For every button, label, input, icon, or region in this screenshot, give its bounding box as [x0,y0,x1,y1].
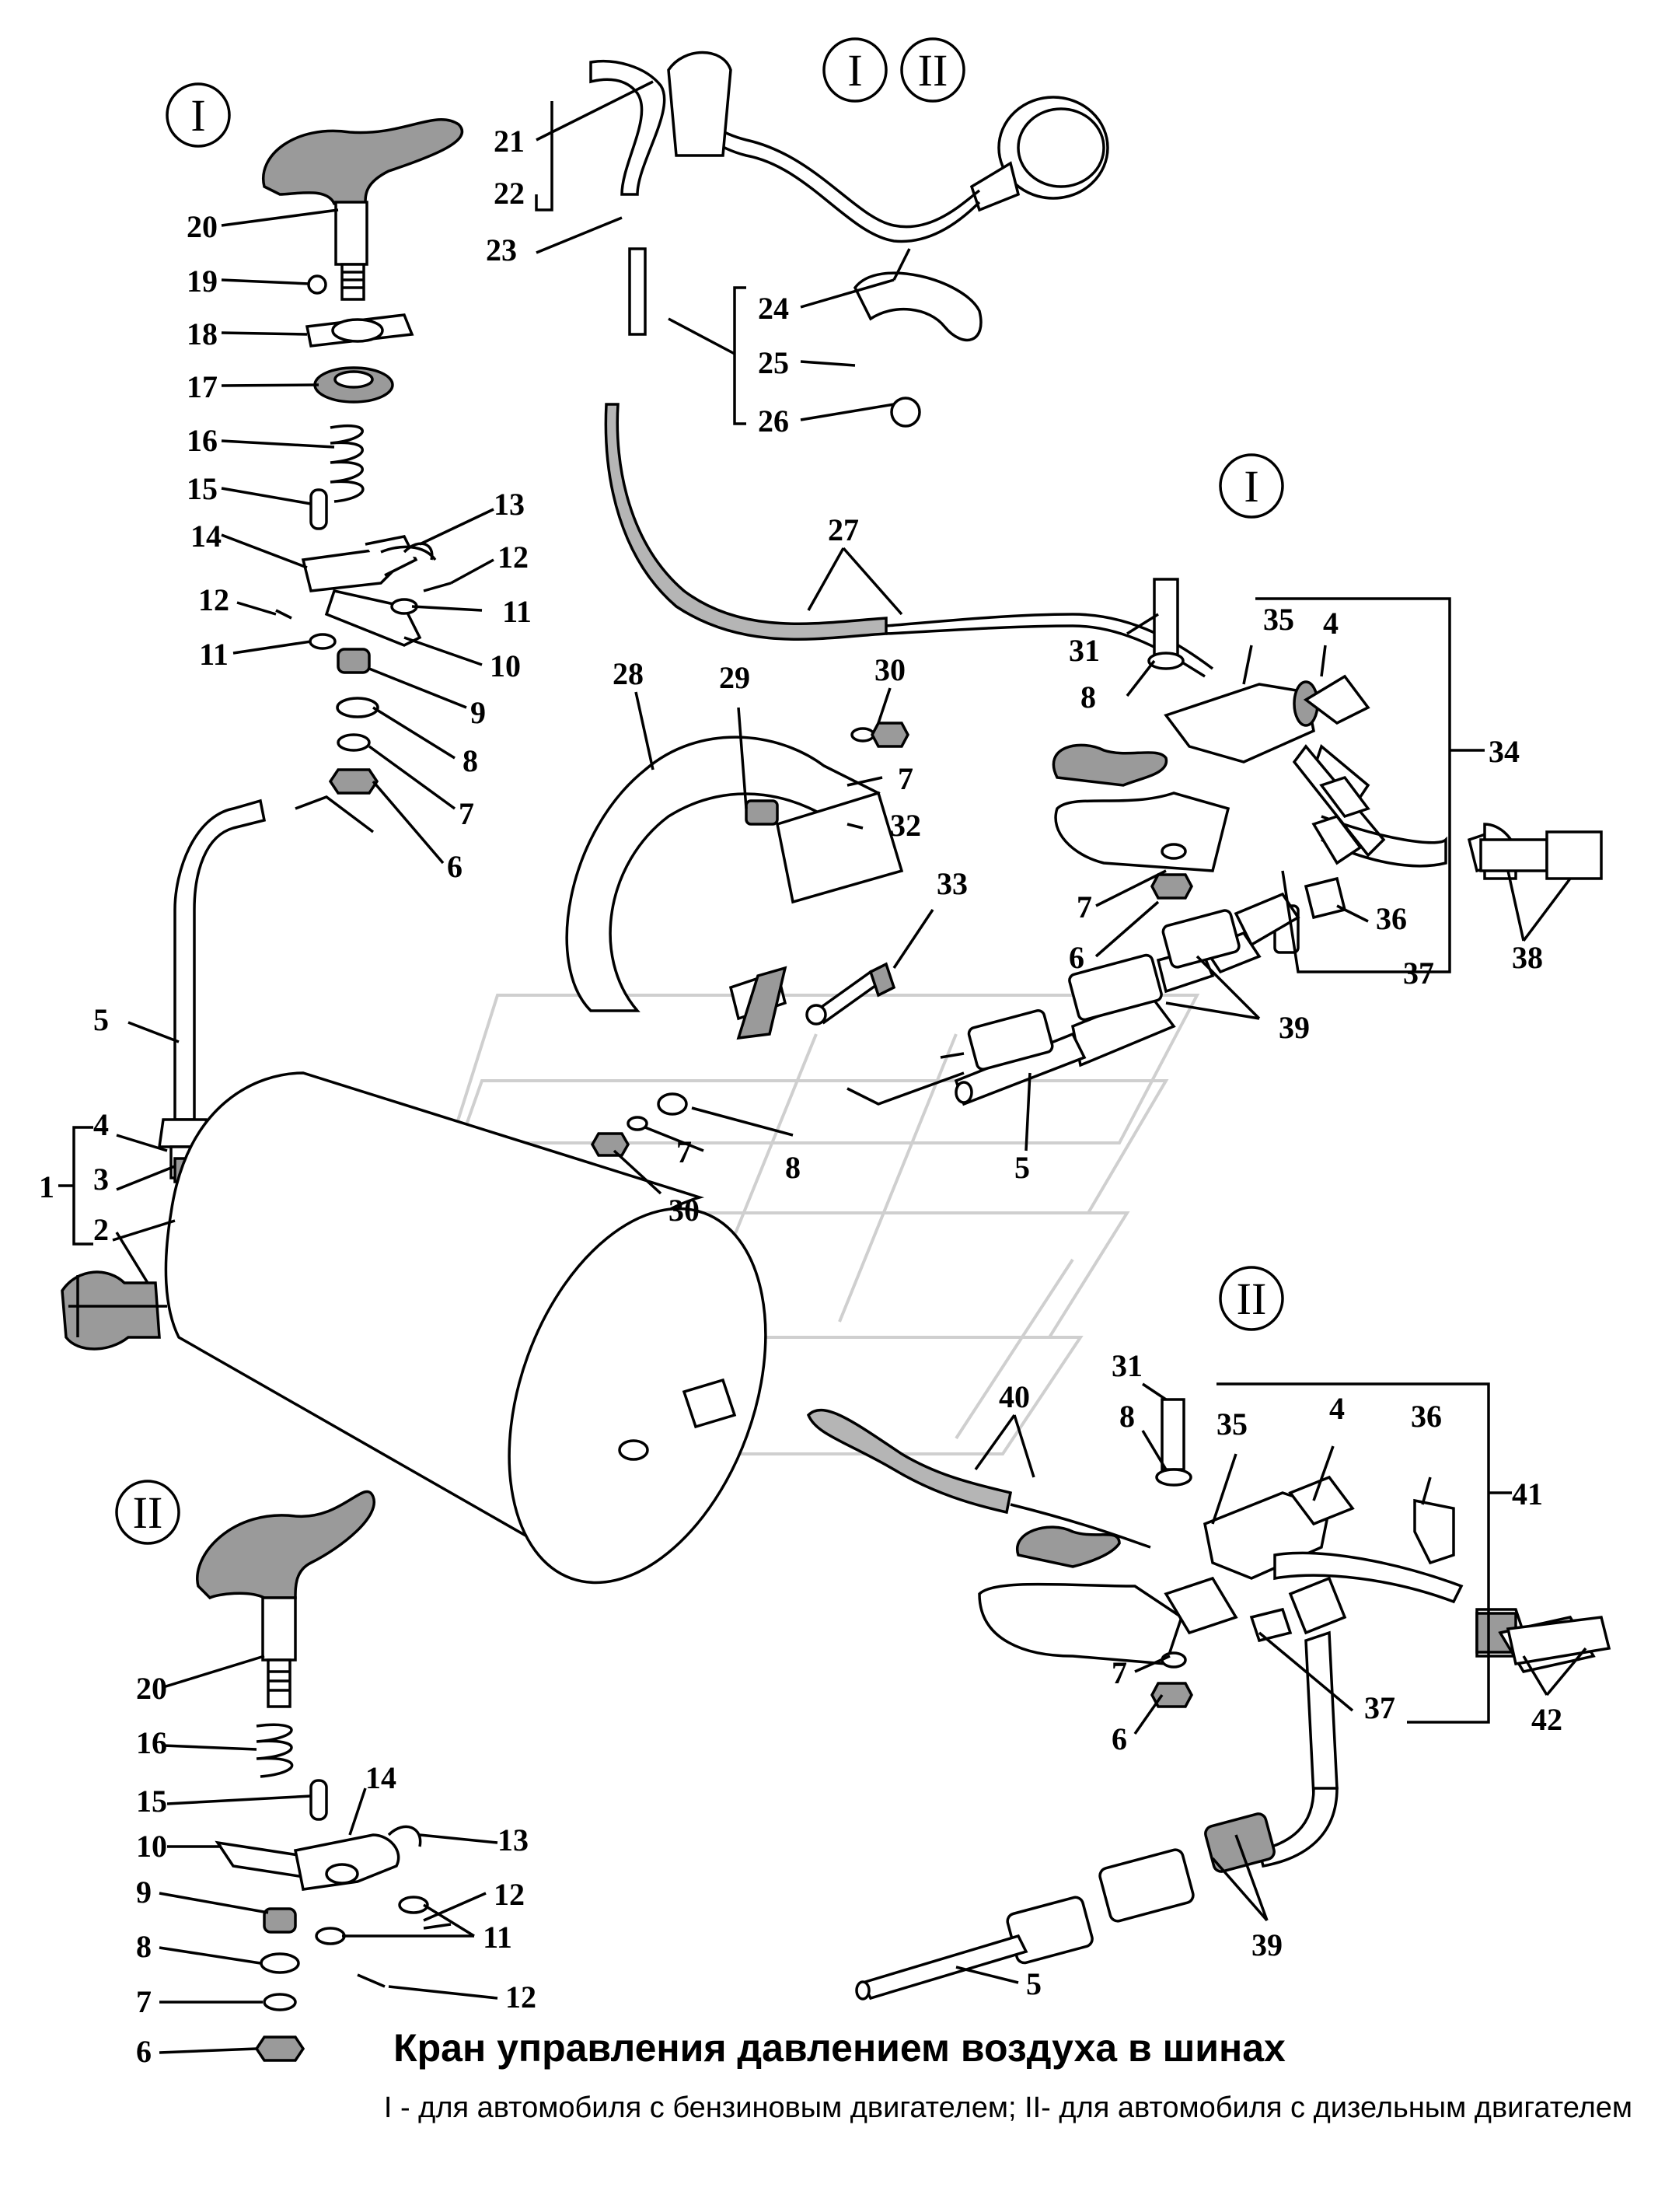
callout: 22 [494,176,525,211]
callout: 27 [828,512,859,547]
callout: 34 [1489,734,1520,769]
callout: 5 [1014,1150,1030,1185]
callout: 11 [483,1920,512,1955]
callout: 28 [613,656,644,691]
caption-subtitle: I - для автомобиля с бензиновым двигател… [383,2091,1632,2124]
callout: 12 [494,1877,525,1912]
callout: 7 [898,761,913,796]
valve-assembly-II-right [806,1398,1525,2001]
callout: 14 [365,1760,396,1795]
callout: 8 [136,1929,152,1964]
callout: 33 [937,866,968,901]
callout: 20 [187,209,218,244]
callout: 11 [502,594,532,629]
callout: 4 [93,1107,109,1142]
callout: 37 [1364,1690,1395,1725]
callout: 9 [470,695,486,730]
callout: 7 [136,1984,152,2019]
callout: 42 [1531,1702,1562,1737]
callout: 17 [187,369,218,404]
gauge-and-hose [589,51,1214,678]
callout: 39 [1251,1927,1283,1962]
callout: 35 [1263,602,1294,637]
callout: 36 [1411,1399,1442,1434]
callout: 10 [490,648,521,683]
callout: 2 [93,1212,109,1247]
callout: 4 [1329,1391,1345,1426]
callout: 13 [497,1822,529,1857]
callout: 26 [758,404,789,439]
callout: 40 [999,1379,1030,1414]
callout: 16 [187,423,218,458]
callout: 4 [1323,606,1339,641]
callout: 6 [1069,940,1084,975]
valve-assembly-II-left [196,1490,452,2062]
variant-markers: I I II I II II [115,37,1284,1545]
variant-marker-I: I [1244,461,1258,512]
callout: 5 [1026,1966,1042,2001]
callout: 6 [447,849,463,884]
callout: 8 [1119,1399,1135,1434]
callout: 16 [136,1725,167,1760]
callout: 18 [187,316,218,351]
callout: 14 [190,519,222,554]
variant-marker-II: II [133,1487,163,1538]
callout: 8 [785,1150,801,1185]
callout: 7 [459,796,474,831]
callout: 1 [39,1169,54,1204]
valve-assembly-I-left [262,118,464,795]
callout: 20 [136,1671,167,1706]
callout: 11 [199,637,229,672]
callout: 30 [668,1193,700,1228]
callout: 12 [198,582,229,617]
callout: 13 [494,487,525,522]
callout: 12 [505,1980,536,2015]
callout-labels: 20 19 18 17 16 15 14 13 12 12 11 11 10 9… [39,124,1562,2069]
callout: 29 [719,660,750,695]
callout: 37 [1403,956,1434,991]
variant-marker-II: II [1237,1274,1267,1324]
callout: 31 [1069,633,1100,668]
variant-marker-II: II [918,45,948,96]
callout: 36 [1376,901,1407,936]
caption-title: Кран управления давлением воздуха в шина… [393,2026,1286,2070]
callout: 19 [187,264,218,299]
callout: 7 [1077,889,1092,924]
callout: 8 [463,743,478,778]
leader-lines [58,80,1587,2054]
variant-marker-I: I [190,90,205,141]
callout: 24 [758,291,789,326]
callout: 6 [1112,1721,1127,1756]
callout: 23 [486,232,517,267]
callout: 5 [93,1002,109,1037]
callout: 25 [758,345,789,380]
callout: 10 [136,1829,167,1864]
callout: 32 [890,808,921,843]
callout: 30 [874,652,906,687]
callout: 6 [136,2034,152,2069]
variant-marker-I: I [847,45,862,96]
callout: 38 [1512,940,1543,975]
callout: 9 [136,1875,152,1910]
callout: 39 [1279,1010,1310,1045]
callout: 3 [93,1162,109,1197]
callout: 21 [494,124,525,159]
callout: 7 [676,1134,692,1169]
air-line-and-receiver [61,722,909,1585]
callout: 7 [1112,1655,1127,1690]
callout: 8 [1080,680,1096,715]
callout: 15 [136,1784,167,1819]
callout: 31 [1112,1348,1143,1383]
callout: 12 [497,540,529,575]
callout: 35 [1216,1407,1248,1441]
callout: 15 [187,471,218,506]
callout: 41 [1512,1476,1543,1511]
